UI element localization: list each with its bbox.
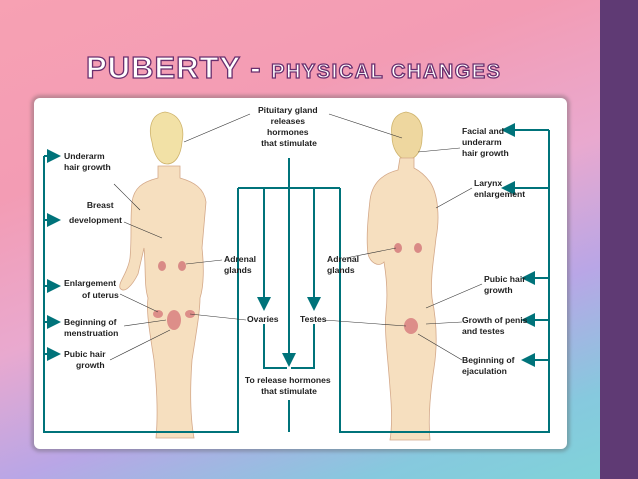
slide-title: PUBERTY - PHYSICAL CHANGES <box>85 49 502 90</box>
label-testes: Testes <box>300 314 327 324</box>
label-female-uterus: Enlargement of uterus <box>64 278 119 300</box>
label-male-ejaculation: Beginning of ejaculation <box>462 355 517 376</box>
label-ovaries: Ovaries <box>247 314 279 324</box>
puberty-diagram: Pituitary gland releases hormones that s… <box>43 105 550 441</box>
title-main: PUBERTY <box>85 49 241 85</box>
label-female-pubic: Pubic hair growth <box>64 349 108 370</box>
diagram-card: Pituitary gland releases hormones that s… <box>34 98 567 449</box>
label-adrenal-right: Adrenal glands <box>327 254 361 275</box>
leader-lines <box>109 113 483 361</box>
label-female-breast: Breast development <box>69 200 122 225</box>
hormone-flow-arrows <box>43 123 550 433</box>
label-male-pubic: Pubic hair growth <box>484 274 528 295</box>
title-subtitle: PHYSICAL CHANGES <box>270 60 502 83</box>
label-male-larynx: Larynx enlargement <box>474 178 525 199</box>
female-figure <box>119 111 207 439</box>
male-organs <box>394 243 422 334</box>
label-male-facial: Facial and underarm hair growth <box>462 126 509 158</box>
label-female-menstruation: Beginning of menstruation <box>64 317 119 338</box>
label-adrenal-left: Adrenal glands <box>224 254 258 275</box>
label-release-hormones: To release hormones that stimulate <box>245 375 333 396</box>
label-male-penis: Growth of penis and testes <box>462 315 530 336</box>
label-female-underarm: Underarm hair growth <box>64 151 111 172</box>
label-pituitary: Pituitary gland releases hormones that s… <box>258 105 320 148</box>
title-separator: - <box>240 49 272 85</box>
male-figure <box>366 111 439 441</box>
right-side-bar <box>600 0 638 479</box>
